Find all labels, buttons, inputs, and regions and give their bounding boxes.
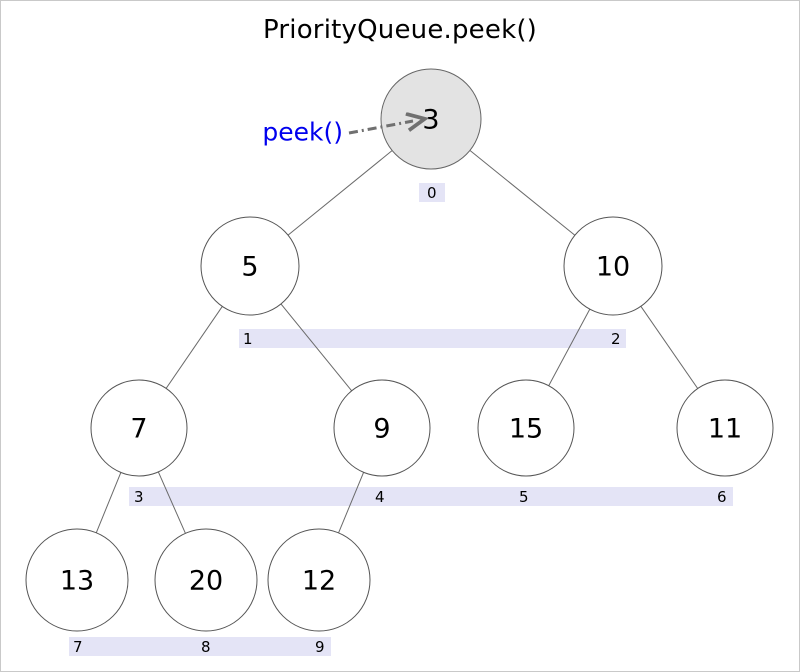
node-index-label: 1 — [243, 330, 253, 348]
node-value: 10 — [596, 252, 630, 283]
index-bands — [69, 183, 733, 656]
peek-annotation: peek() — [262, 118, 413, 147]
node-value: 20 — [189, 566, 223, 597]
tree-edge — [469, 150, 576, 236]
peek-arrow — [348, 121, 413, 135]
tree-edge — [165, 306, 223, 389]
node-circle[interactable] — [563, 216, 663, 316]
tree-node[interactable]: 12 9 — [267, 528, 371, 656]
node-circle[interactable] — [676, 379, 774, 477]
node-value: 11 — [708, 414, 742, 445]
node-index-label: 9 — [315, 638, 325, 656]
node-circle[interactable] — [25, 528, 129, 632]
tree-edge — [95, 472, 122, 533]
tree-node[interactable]: 73 — [90, 379, 188, 506]
tree-node[interactable]: 94 — [333, 379, 431, 506]
node-circle[interactable] — [90, 379, 188, 477]
node-value: 7 — [130, 414, 147, 445]
index-band — [419, 183, 445, 202]
index-band — [129, 487, 733, 506]
node-circle[interactable] — [333, 379, 431, 477]
page-title: PriorityQueue.peek() — [262, 15, 538, 45]
tree-edge — [157, 471, 186, 534]
node-index-label: 7 — [73, 638, 83, 656]
tree-edges — [95, 150, 699, 534]
node-value: 3 — [422, 105, 439, 136]
node-value: 13 — [60, 566, 94, 597]
tree-edge — [338, 472, 365, 534]
index-band — [239, 329, 626, 348]
node-value: 9 — [373, 414, 390, 445]
tree-edge — [287, 150, 393, 236]
node-value: 12 — [302, 566, 336, 597]
node-circle[interactable] — [200, 216, 300, 316]
peek-annotation-label: peek() — [262, 118, 343, 147]
node-circle[interactable] — [477, 379, 575, 477]
tree-edge — [548, 308, 591, 386]
node-value: 5 — [241, 252, 258, 283]
tree-node[interactable]: 10 2 — [563, 216, 663, 348]
node-circle[interactable] — [154, 528, 258, 632]
tree-node[interactable]: 20 8 — [154, 528, 258, 656]
tree-node[interactable]: 13 7 — [25, 528, 129, 656]
tree-edge — [280, 303, 353, 392]
node-circle[interactable] — [267, 528, 371, 632]
node-index-label: 2 — [611, 330, 621, 348]
node-value: 15 — [509, 414, 543, 445]
tree-node[interactable]: 15 5 — [477, 379, 575, 506]
node-index-label: 6 — [717, 488, 727, 506]
node-circle-highlighted[interactable] — [380, 68, 482, 170]
tree-node[interactable]: 11 6 — [676, 379, 774, 506]
index-band — [69, 637, 331, 656]
node-index-label: 0 — [427, 184, 437, 202]
tree-edge — [640, 306, 699, 389]
tree-node[interactable]: 30 — [380, 68, 482, 202]
node-index-label: 3 — [134, 488, 144, 506]
node-index-label: 8 — [201, 638, 211, 656]
tree-node[interactable]: 51 — [200, 216, 300, 348]
node-index-label: 5 — [519, 488, 529, 506]
node-index-label: 4 — [375, 488, 385, 506]
